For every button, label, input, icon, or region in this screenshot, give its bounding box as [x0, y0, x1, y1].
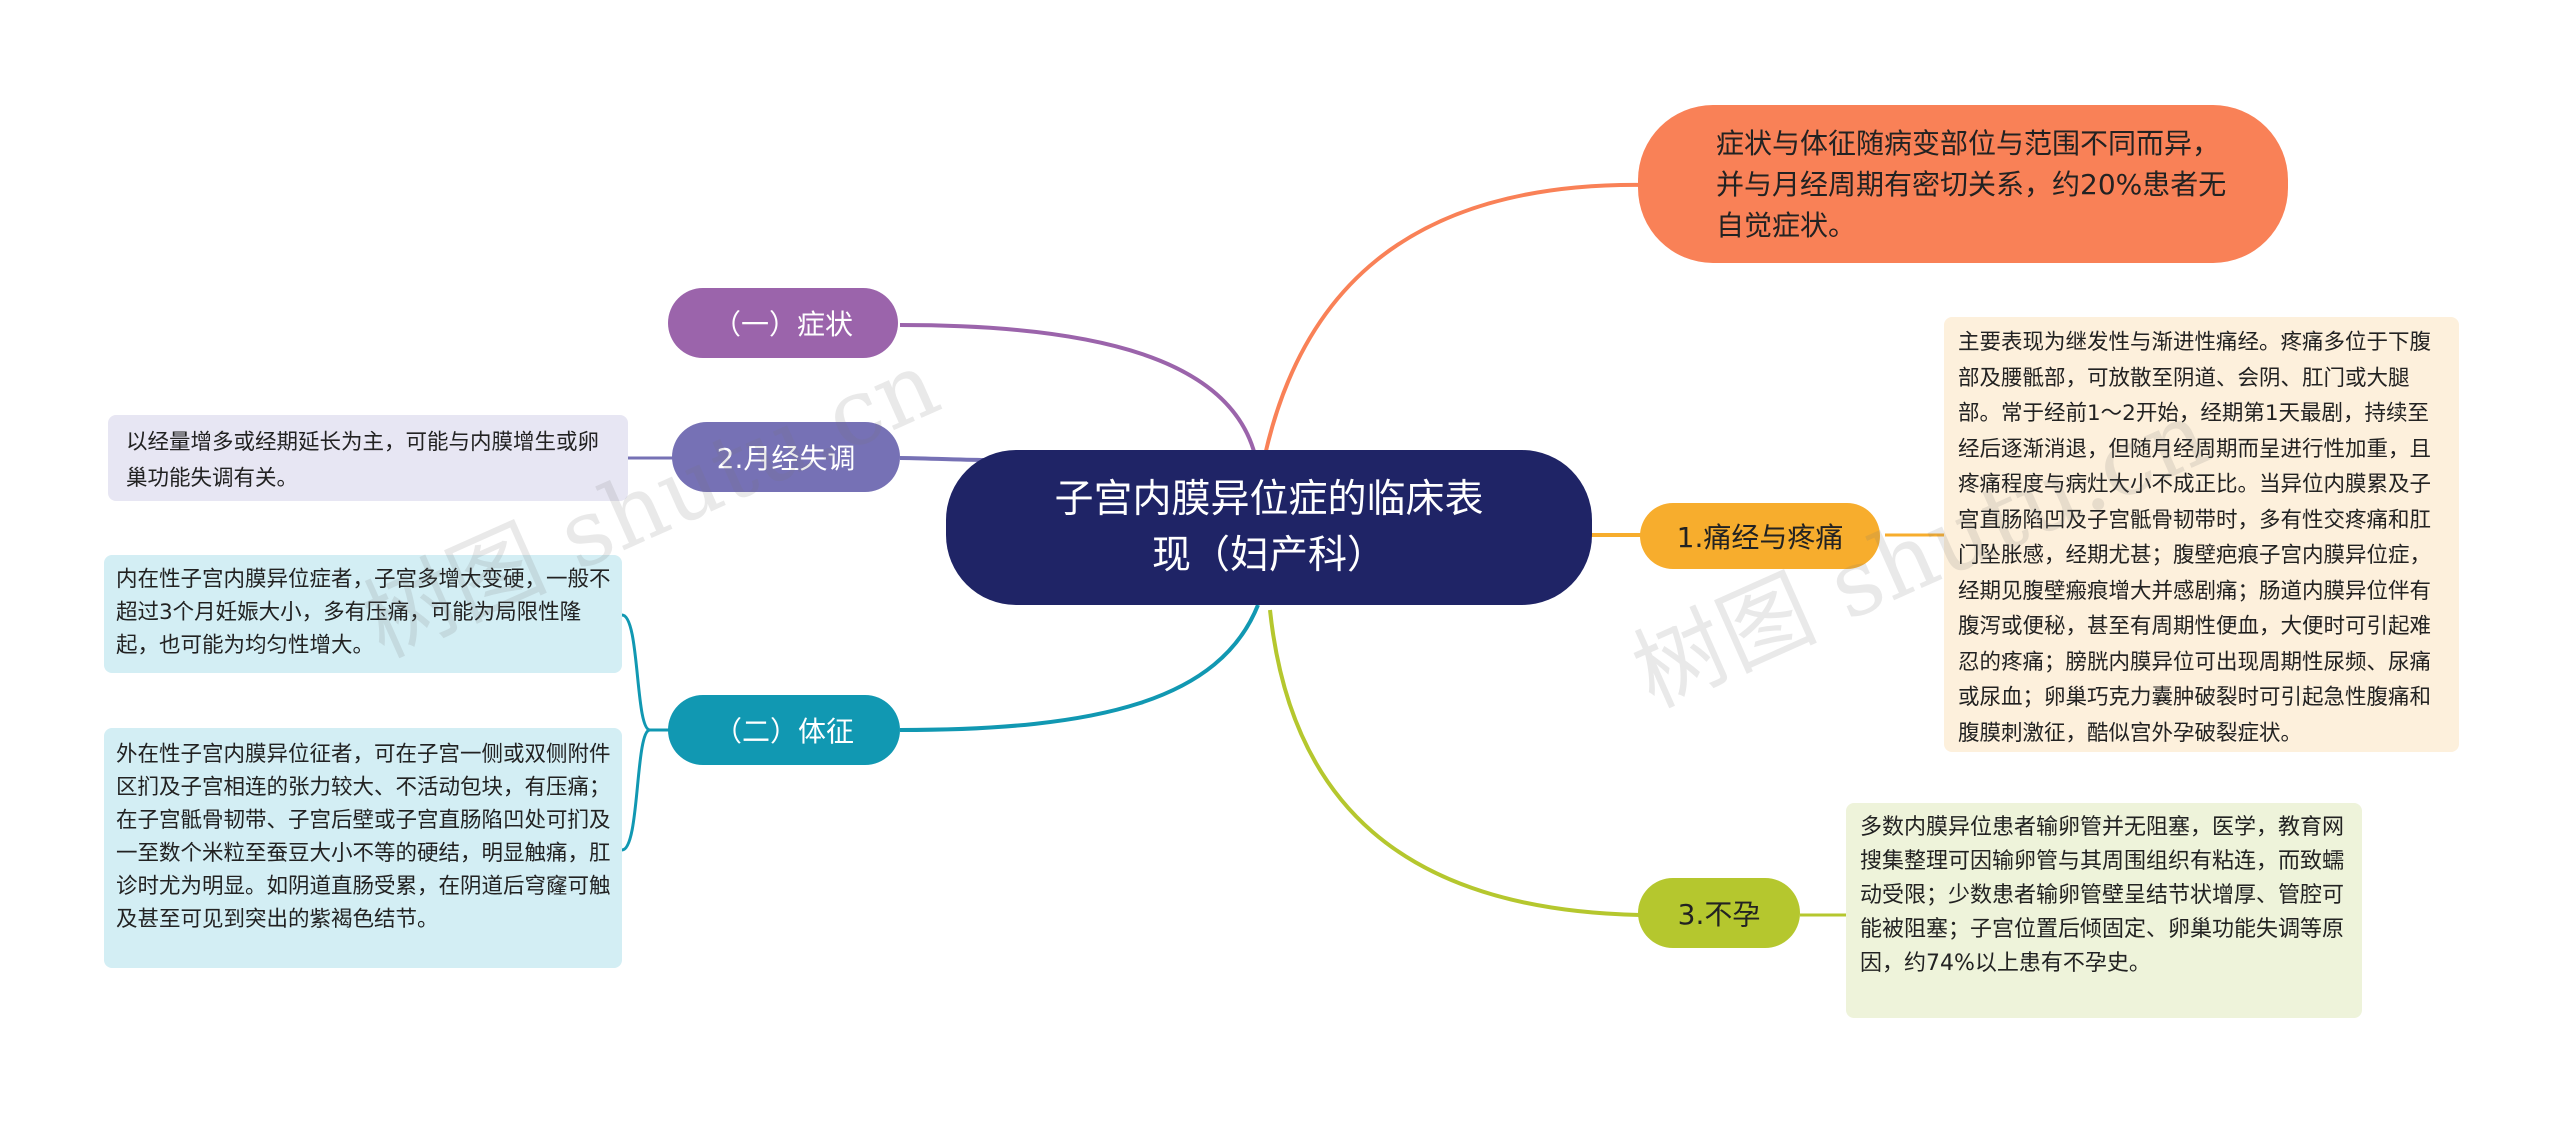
infertility-topic[interactable]: 3.不孕	[1638, 878, 1800, 948]
infertility-topic-label: 3.不孕	[1677, 898, 1761, 931]
signs-note-2: 外在性子宫内膜异位征者，可在子宫一侧或双侧附件区扪及子宫相连的张力较大、不活动包…	[104, 728, 622, 968]
intro-topic[interactable]: 症状与体征随病变部位与范围不同而异，并与月经周期有密切关系，约20%患者无自觉症…	[1638, 105, 2288, 263]
link-root-signs	[899, 604, 1260, 732]
menstrual-note-text: 以经量增多或经期延长为主，可能与内膜增生或卵巢功能失调有关。	[126, 430, 600, 491]
intro-topic-label: 症状与体征随病变部位与范围不同而异，并与月经周期有密切关系，约20%患者无自觉症…	[1716, 126, 2227, 242]
menstrual-topic-label: 2.月经失调	[716, 442, 856, 475]
symptoms-topic[interactable]: （一）症状	[668, 288, 898, 358]
signs-note-1: 内在性子宫内膜异位症者，子宫多增大变硬，一般不超过3个月妊娠大小，多有压痛，可能…	[104, 555, 622, 673]
link-signs-note2	[621, 728, 651, 852]
pain-note: 主要表现为继发性与渐进性痛经。疼痛多位于下腹部及腰骶部，可放散至阴道、会阴、肛门…	[1944, 317, 2459, 752]
pain-note-text: 主要表现为继发性与渐进性痛经。疼痛多位于下腹部及腰骶部，可放散至阴道、会阴、肛门…	[1958, 330, 2432, 746]
signs-topic[interactable]: （二）体征	[668, 695, 900, 765]
infertility-note: 多数内膜异位患者输卵管并无阻塞，医学，教育网 搜集整理可因输卵管与其周围组织有粘…	[1846, 803, 2362, 1018]
menstrual-topic[interactable]: 2.月经失调	[672, 422, 900, 492]
root-topic[interactable]: 子宫内膜异位症的临床表现（妇产科）	[946, 450, 1592, 605]
link-root-menstrual	[899, 456, 986, 462]
pain-topic-label: 1.痛经与疼痛	[1676, 521, 1844, 554]
signs-topic-label: （二）体征	[713, 715, 854, 748]
symptoms-topic-label: （一）症状	[712, 308, 853, 341]
signs-note-1-text: 内在性子宫内膜异位症者，子宫多增大变硬，一般不超过3个月妊娠大小，多有压痛，可能…	[116, 567, 611, 658]
pain-topic[interactable]: 1.痛经与疼痛	[1640, 503, 1880, 569]
root-topic-label: 子宫内膜异位症的临床表现（妇产科）	[1054, 476, 1484, 578]
infertility-note-text: 多数内膜异位患者输卵管并无阻塞，医学，教育网 搜集整理可因输卵管与其周围组织有粘…	[1860, 815, 2345, 976]
link-root-symptoms	[899, 323, 1257, 456]
link-root-intro	[1263, 182, 1651, 456]
link-signs-note1	[621, 613, 651, 732]
signs-note-2-text: 外在性子宫内膜异位征者，可在子宫一侧或双侧附件区扪及子宫相连的张力较大、不活动包…	[116, 742, 611, 932]
menstrual-note: 以经量增多或经期延长为主，可能与内膜增生或卵巢功能失调有关。	[108, 415, 628, 501]
link-root-infertility	[1268, 609, 1641, 917]
